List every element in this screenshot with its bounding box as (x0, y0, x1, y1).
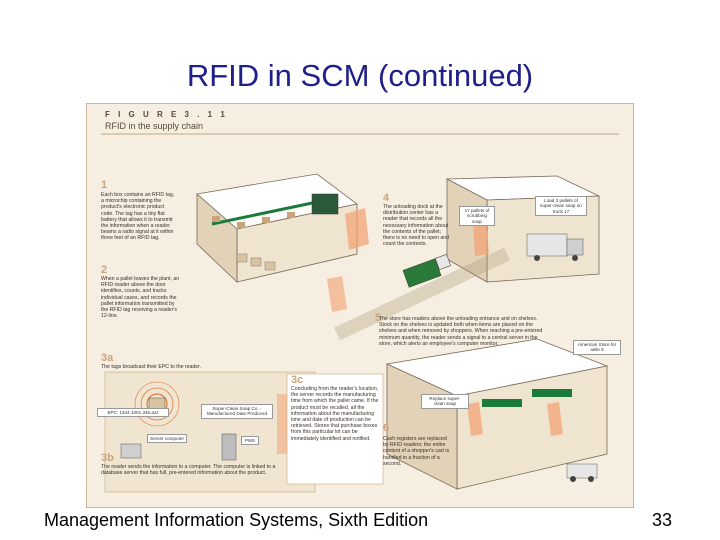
step-6-number: 6 (383, 422, 390, 434)
label-replace: Replace super-clean soap (421, 394, 469, 409)
label-pallets-stock: 17 pallets of scrubbing soap (459, 206, 495, 227)
factory-illustration (196, 173, 369, 283)
step-3b-number: 3b (101, 452, 114, 464)
slide-title: RFID in SCM (continued) (186, 58, 534, 93)
truck-illustration (327, 247, 510, 341)
step-4-number: 4 (383, 192, 390, 204)
pallet-boxes (236, 253, 276, 271)
figure-panel: F I G U R E 3 . 1 1 RFID in the supply c… (86, 103, 634, 508)
page-number: 33 (652, 510, 673, 530)
label-server-computer: Server computer (147, 434, 187, 444)
step-6-text: Cash registers are replaced by RFID read… (383, 436, 450, 467)
slide-footer: Management Information Systems, Sixth Ed… (44, 510, 429, 530)
step-3c-number: 3c (291, 374, 304, 386)
step-3c-text: Concluding from the reader's location, t… (291, 386, 379, 442)
step-2-number: 2 (101, 264, 108, 276)
step-3a-text: The tags broadcast their EPC to the read… (101, 364, 202, 370)
label-epc-code: EPC: 1344.1001.345.azz (97, 408, 169, 418)
step-5-number: 5 (375, 312, 382, 324)
label-american-store: American Store for aisle 6 (573, 340, 621, 355)
distribution-center (445, 175, 600, 283)
step-3a-number: 3a (101, 352, 114, 364)
step-3b-text: The reader sends the information to a co… (101, 464, 276, 477)
label-super-clean: Super-Clean Soap Co. - Manufactured Date… (201, 404, 273, 419)
step-1-number: 1 (101, 179, 108, 191)
figure-subtitle: RFID in the supply chain (105, 121, 204, 131)
step-2-text: When a pallet leaves the plant, an RFID … (101, 276, 180, 320)
label-pms: PMS (241, 436, 259, 446)
step-5-text: The store has readers above the unloadin… (379, 316, 543, 347)
step-1-text: Each box contains an RFID tag, a microch… (101, 192, 175, 242)
supply-chain-illustration (101, 133, 619, 493)
step-4-text: The unloading dock at the distribution c… (383, 204, 450, 248)
figure-heading: F I G U R E 3 . 1 1 (105, 110, 228, 119)
label-load-pallets: Load 3 pallets of super-clean soap on tr… (535, 196, 587, 217)
